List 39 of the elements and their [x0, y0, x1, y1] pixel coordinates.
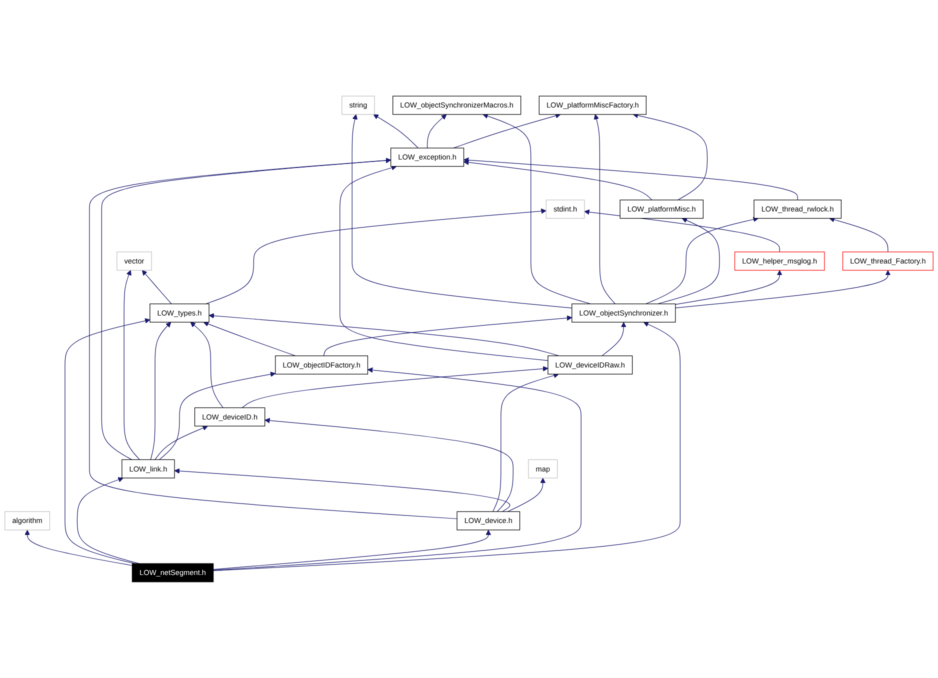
arrow	[24, 530, 133, 566]
arrow	[124, 270, 140, 460]
arrow	[154, 425, 208, 460]
arrow	[602, 322, 626, 356]
arrow	[657, 218, 720, 304]
arrow	[675, 270, 891, 308]
arrow	[492, 372, 559, 512]
arrow	[594, 114, 616, 304]
arrow	[645, 216, 758, 304]
arrow	[142, 270, 172, 304]
arrow	[373, 114, 418, 148]
arrow	[352, 114, 572, 308]
arrow	[213, 322, 680, 571]
arrow	[64, 318, 150, 564]
arrow	[482, 114, 592, 304]
arrow	[264, 418, 514, 512]
arrow	[76, 477, 140, 564]
arrow	[340, 165, 548, 361]
arrow	[426, 114, 447, 148]
arrow	[507, 478, 546, 512]
arrow	[190, 322, 224, 408]
arrow	[464, 157, 798, 200]
arrow	[675, 270, 782, 305]
arrow	[584, 209, 780, 252]
arrow	[205, 208, 546, 304]
arrow	[213, 530, 492, 570]
arrow	[464, 160, 652, 200]
arrow	[208, 313, 560, 356]
arrow	[323, 315, 572, 356]
arrow	[632, 112, 708, 200]
arrow	[89, 158, 458, 520]
arrow	[829, 217, 888, 252]
arrow	[174, 468, 510, 512]
arrow	[203, 321, 296, 356]
arrow	[158, 372, 276, 460]
arrow	[213, 367, 582, 570]
arrow	[150, 322, 172, 460]
arrow	[453, 113, 561, 148]
arrow	[242, 366, 548, 408]
